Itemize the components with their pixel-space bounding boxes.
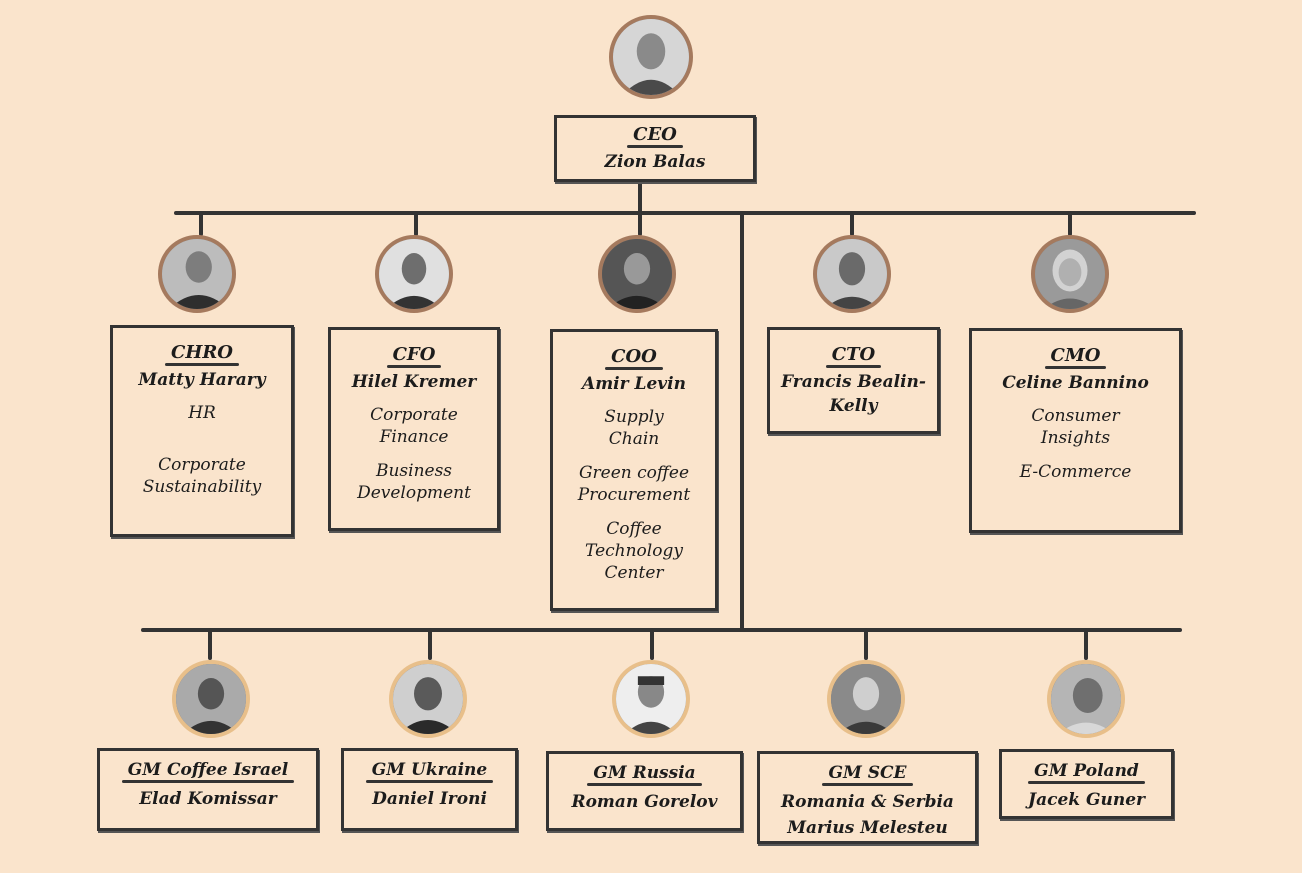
cmo-dept-1: Consumer Insights (1031, 406, 1120, 448)
cmo-dept-2: E-Commerce (1019, 462, 1132, 482)
gm-poland-title: GM Poland (1028, 761, 1145, 784)
chro-dept-2: Corporate Sustainability (142, 455, 262, 497)
cfo-name: Hilel Kremer (351, 372, 477, 392)
cto-title: CTO (825, 344, 882, 368)
portrait-photo (817, 239, 887, 309)
gm-russia-photo (612, 660, 690, 738)
cfo-photo (375, 235, 453, 313)
portrait-photo (613, 19, 689, 95)
cmo-photo (1031, 235, 1109, 313)
coo-dept-2: Green coffee Procurement (577, 463, 691, 505)
gm-russia-title: GM Russia (587, 763, 703, 786)
coo-name: Amir Levin (582, 374, 686, 394)
gm-ukraine-box: GM Ukraine Daniel Ironi (341, 748, 518, 831)
portrait-photo (176, 664, 246, 734)
gm-israel-name: Elad Komissar (139, 789, 277, 809)
cto-photo (813, 235, 891, 313)
gm-israel-box: GM Coffee Israel Elad Komissar (97, 748, 319, 831)
cmo-title: CMO (1044, 345, 1107, 369)
gm-sce-photo (827, 660, 905, 738)
ceo-photo (609, 15, 693, 99)
coo-dept-3: Coffee Technology Center (585, 519, 683, 583)
ceo-box: CEO Zion Balas (554, 115, 756, 182)
cfo-box: CFO Hilel Kremer Corporate Finance Busin… (328, 327, 500, 531)
gm-sce-box: GM SCE Romania & Serbia Marius Melesteu (757, 751, 978, 844)
gm-ukraine-title: GM Ukraine (365, 760, 494, 783)
portrait-photo (831, 664, 901, 734)
chro-dept-1: HR (188, 403, 216, 423)
gm-poland-photo (1047, 660, 1125, 738)
cto-name: Francis Bealin-Kelly (781, 372, 926, 416)
cmo-name: Celine Bannino (1002, 373, 1149, 393)
gm-poland-box: GM Poland Jacek Guner (999, 749, 1174, 819)
cfo-dept-1: Corporate Finance (370, 405, 458, 447)
coo-box: COO Amir Levin Supply Chain Green coffee… (550, 329, 718, 611)
ceo-title: CEO (627, 124, 683, 148)
gm-sce-name: Marius Melesteu (787, 818, 948, 838)
chro-title: CHRO (165, 342, 239, 366)
chro-name: Matty Harary (138, 370, 266, 390)
coo-title: COO (605, 346, 663, 370)
gm-russia-name: Roman Gorelov (571, 792, 718, 812)
portrait-photo (1051, 664, 1121, 734)
portrait-photo (393, 664, 463, 734)
gm-russia-box: GM Russia Roman Gorelov (546, 751, 743, 831)
coo-dept-1: Supply Chain (604, 407, 664, 449)
gm-sce-title: GM SCE (822, 763, 913, 786)
cto-box: CTO Francis Bealin-Kelly (767, 327, 940, 434)
chro-photo (158, 235, 236, 313)
gm-ukraine-name: Daniel Ironi (372, 789, 487, 809)
gm-israel-photo (172, 660, 250, 738)
portrait-photo (1035, 239, 1105, 309)
coo-photo (598, 235, 676, 313)
portrait-photo (379, 239, 449, 309)
gm-poland-name: Jacek Guner (1028, 790, 1145, 810)
chro-box: CHRO Matty Harary HR Corporate Sustainab… (110, 325, 294, 537)
portrait-photo (616, 664, 686, 734)
gm-israel-title: GM Coffee Israel (121, 760, 294, 783)
portrait-photo (162, 239, 232, 309)
ceo-name: Zion Balas (604, 152, 706, 172)
cfo-dept-2: Business Development (357, 461, 471, 503)
cmo-box: CMO Celine Bannino Consumer Insights E-C… (969, 328, 1182, 533)
gm-sce-region: Romania & Serbia (781, 792, 954, 812)
cfo-title: CFO (386, 344, 442, 368)
portrait-photo (602, 239, 672, 309)
gm-ukraine-photo (389, 660, 467, 738)
